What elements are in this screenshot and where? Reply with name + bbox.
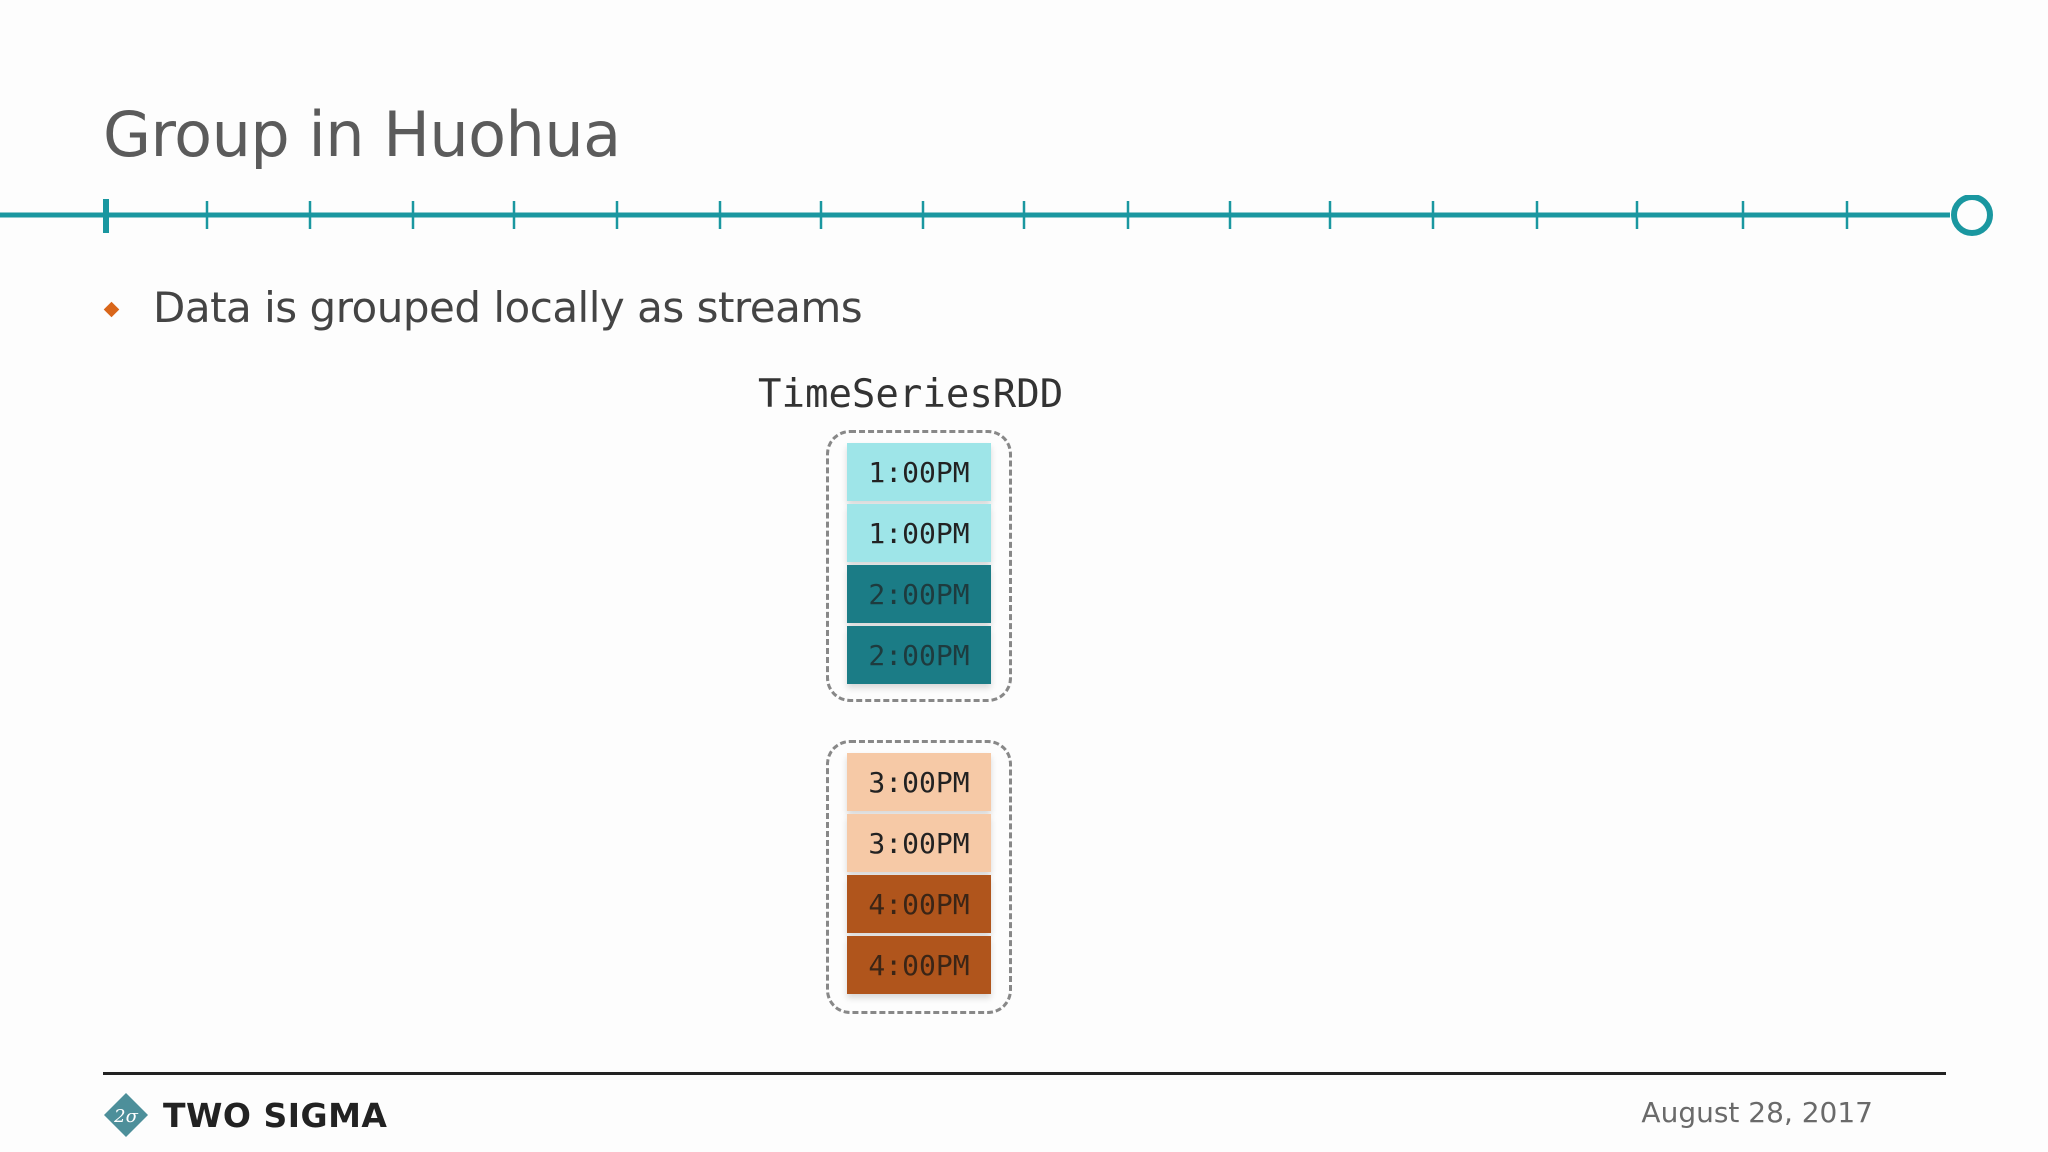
bullet-text: Data is grouped locally as streams [153,283,863,332]
two-sigma-logo-icon: 2σ [104,1093,148,1137]
footer-divider [103,1072,1946,1075]
bullet-item: Data is grouped locally as streams [103,283,863,332]
time-cell: 3:00PM [847,814,991,872]
slide-date: August 28, 2017 [1641,1096,1873,1129]
time-cell: 2:00PM [847,565,991,623]
rdd-label: TimeSeriesRDD [758,372,1064,417]
time-cell: 1:00PM [847,504,991,562]
slide-title: Group in Huohua [103,98,621,171]
partition-group-2: 3:00PM 3:00PM 4:00PM 4:00PM [826,740,1012,1014]
svg-text:2σ: 2σ [113,1106,138,1127]
timeline-decoration [0,195,1993,236]
time-cell: 2:00PM [847,626,991,684]
time-cell: 4:00PM [847,875,991,933]
logo-text: TWO SIGMA [163,1095,388,1135]
partition-group-1: 1:00PM 1:00PM 2:00PM 2:00PM [826,430,1012,702]
time-cell: 1:00PM [847,443,991,501]
bullet-diamond-icon [103,301,120,318]
time-cell: 3:00PM [847,753,991,811]
time-cell: 4:00PM [847,936,991,994]
two-sigma-logo: 2σ TWO SIGMA [103,1092,387,1138]
